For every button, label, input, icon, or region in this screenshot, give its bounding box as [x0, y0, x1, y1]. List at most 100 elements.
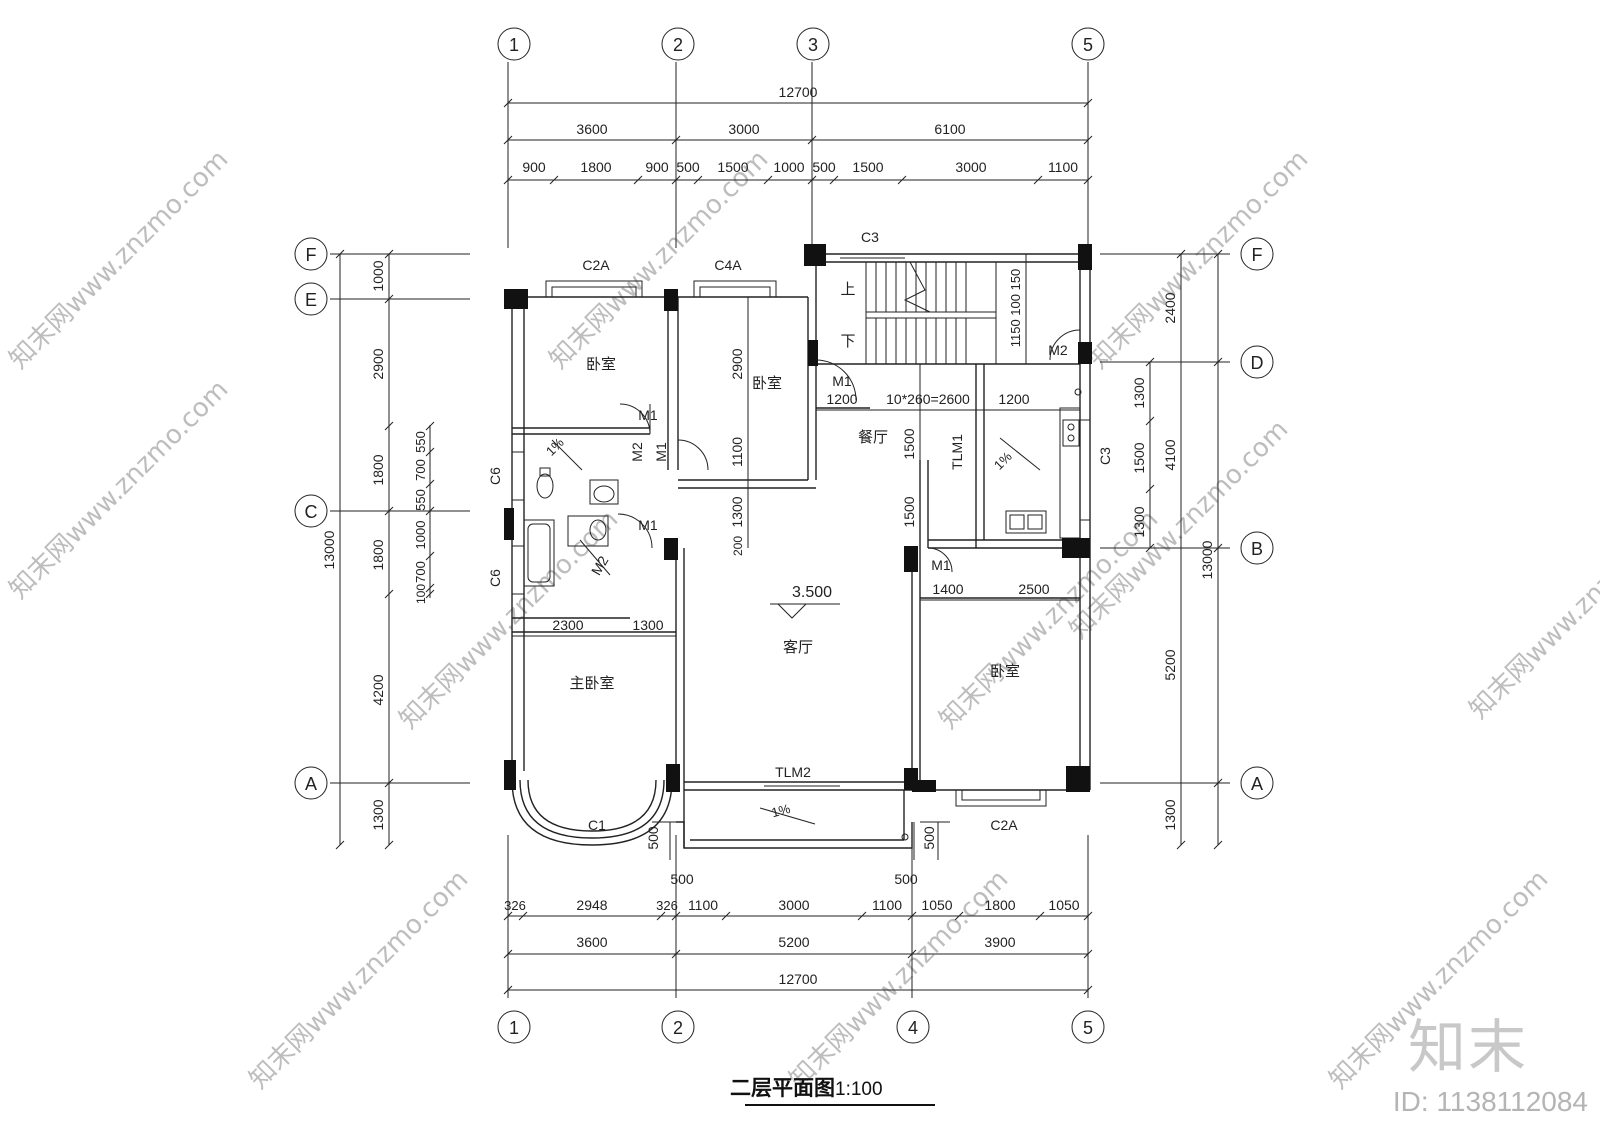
- dim-left-main: 1000: [370, 260, 386, 291]
- watermark: 知末网www.znzmo.com: [4, 144, 235, 375]
- dim-inner: 2500: [1018, 581, 1049, 597]
- stair-up-label: 上: [840, 281, 855, 298]
- dim-top-r3: 900: [645, 159, 669, 175]
- dim-right-main: 1300: [1162, 799, 1178, 830]
- dim-right-detail: 1300: [1131, 506, 1147, 537]
- title-underline: [745, 1104, 935, 1106]
- dim-bottom-5200: 5200: [778, 934, 809, 950]
- window-label-c3-right: C3: [1097, 447, 1113, 465]
- dim-left-main: 1800: [370, 454, 386, 485]
- dim-inner: 1150 100 150: [1008, 269, 1023, 348]
- dimension-ticks: [335, 98, 1223, 995]
- dim-bottom-r1: 326: [504, 898, 526, 913]
- watermark: 知末网www.znzmo.com: [1084, 144, 1315, 375]
- opening-labels-vertical: M2 M1 M2 C6 C6 TLM1 C3: [487, 434, 1113, 587]
- room-label-bedroom-nw: 卧室: [586, 356, 616, 373]
- dim-right-main: 4100: [1162, 439, 1178, 470]
- dim-left-main: 1800: [370, 539, 386, 570]
- axis-label-left-a: A: [305, 774, 317, 794]
- window-label-c2a-bottom: C2A: [990, 817, 1018, 833]
- drawing-title-text: 二层平面图: [730, 1076, 835, 1100]
- dim-bottom-r1: 326: [656, 898, 678, 913]
- window-label-c2a-top: C2A: [582, 257, 610, 273]
- window-label-c3-top: C3: [861, 229, 879, 245]
- dim-inner: 500: [670, 871, 694, 887]
- dim-left-detail: 550: [413, 431, 428, 453]
- dim-right-main: 2400: [1162, 292, 1178, 323]
- dim-right-detail: 1300: [1131, 377, 1147, 408]
- window-label-c6-b: C6: [487, 569, 503, 587]
- dim-top-r3: 1500: [717, 159, 748, 175]
- dim-bottom-r1: 2948: [576, 897, 607, 913]
- room-label-master: 主卧室: [569, 675, 614, 692]
- dimension-texts-vertical: 13000 1000 2900 1800 1800 4200 1300 550 …: [321, 260, 1215, 830]
- door-label-tlm1: TLM1: [949, 434, 965, 470]
- dim-top-3000: 3000: [728, 121, 759, 137]
- dim-inner: 1500: [901, 428, 917, 459]
- window-label-c1: C1: [588, 817, 606, 833]
- floor-level: 3.500: [792, 584, 832, 601]
- slope-label-balcony: 1%: [770, 801, 792, 820]
- dim-top-r3: 1800: [580, 159, 611, 175]
- axis-label-bottom-5: 5: [1083, 1018, 1093, 1038]
- axis-label-bottom-1: 1: [509, 1018, 519, 1038]
- dim-top-r3: 3000: [955, 159, 986, 175]
- dim-inner: 1200: [826, 391, 857, 407]
- watermark: 知末网www.znzmo.com: [244, 864, 475, 1095]
- inner-dimension-texts: 10*260=2600 1200 1200 1400 2500 2300 130…: [552, 391, 1049, 887]
- dim-left-detail: 550: [413, 489, 428, 511]
- dim-left-detail: 700: [413, 459, 428, 481]
- axis-label-right-a: A: [1251, 774, 1263, 794]
- image-id: ID: 1138112084: [1392, 1086, 1588, 1117]
- dim-left-main: 2900: [370, 348, 386, 379]
- dim-top-r3: 500: [812, 159, 836, 175]
- axis-label-top-5: 5: [1083, 35, 1093, 55]
- inner-dimension-lines: [512, 254, 1080, 823]
- dim-bottom-r1: 1050: [1048, 897, 1079, 913]
- room-label-dining: 餐厅: [858, 429, 888, 446]
- dim-left-main: 1300: [370, 799, 386, 830]
- dim-inner: 2900: [729, 348, 745, 379]
- dim-bottom-3600: 3600: [576, 934, 607, 950]
- dim-top-r3: 500: [676, 159, 700, 175]
- window-frames: [512, 253, 1090, 807]
- staircase: [865, 261, 997, 365]
- dim-inner: 1100: [729, 437, 745, 467]
- dim-left-detail: 700: [413, 561, 428, 583]
- dim-top-r3: 1500: [852, 159, 883, 175]
- dim-top-6100: 6100: [934, 121, 965, 137]
- watermarks: 知末网www.znzmo.com 知末网www.znzmo.com 知末网www…: [4, 144, 1600, 1095]
- axis-lines: [330, 62, 1230, 998]
- drawing-scale: 1:100: [835, 1079, 883, 1100]
- room-label-bedroom-se: 卧室: [990, 663, 1020, 680]
- dim-left-detail: 1000: [413, 521, 428, 550]
- dim-top-total: 12700: [779, 84, 818, 100]
- dim-inner: 1300: [729, 496, 745, 527]
- door-label-m1-d: M1: [931, 557, 951, 573]
- dim-left-total: 13000: [321, 530, 337, 569]
- dimension-texts: 12700 3600 3000 6100 900 1800 900 500 15…: [504, 84, 1080, 987]
- dim-inner: 500: [921, 826, 937, 850]
- watermark: 知末网www.znzmo.com: [934, 504, 1165, 735]
- dim-right-total: 13000: [1199, 540, 1215, 579]
- door-label-m1-c: M1: [638, 517, 658, 533]
- axis-label-right-d: D: [1251, 353, 1264, 373]
- dim-top-r3: 1100: [1048, 159, 1078, 175]
- stair-down-label: 下: [840, 333, 855, 350]
- dim-right-detail: 1500: [1131, 442, 1147, 473]
- axis-label-left-e: E: [305, 290, 317, 310]
- kitchen-fixtures: [901, 388, 1082, 841]
- room-label-bedroom-n: 卧室: [752, 375, 782, 392]
- dim-bottom-r1: 1100: [688, 897, 718, 913]
- dim-inner: 1500: [901, 496, 917, 527]
- dim-inner: 500: [645, 826, 661, 850]
- dim-top-r3: 900: [522, 159, 546, 175]
- door-label-m1-b: M1: [653, 442, 669, 462]
- axis-label-bottom-4: 4: [908, 1018, 918, 1038]
- dim-bottom-r1: 1100: [872, 897, 902, 913]
- brand-logo: 知末: [1407, 1013, 1528, 1081]
- door-label-tlm2: TLM2: [775, 764, 811, 780]
- dim-right-main: 5200: [1162, 649, 1178, 680]
- dim-left-main: 4200: [370, 674, 386, 705]
